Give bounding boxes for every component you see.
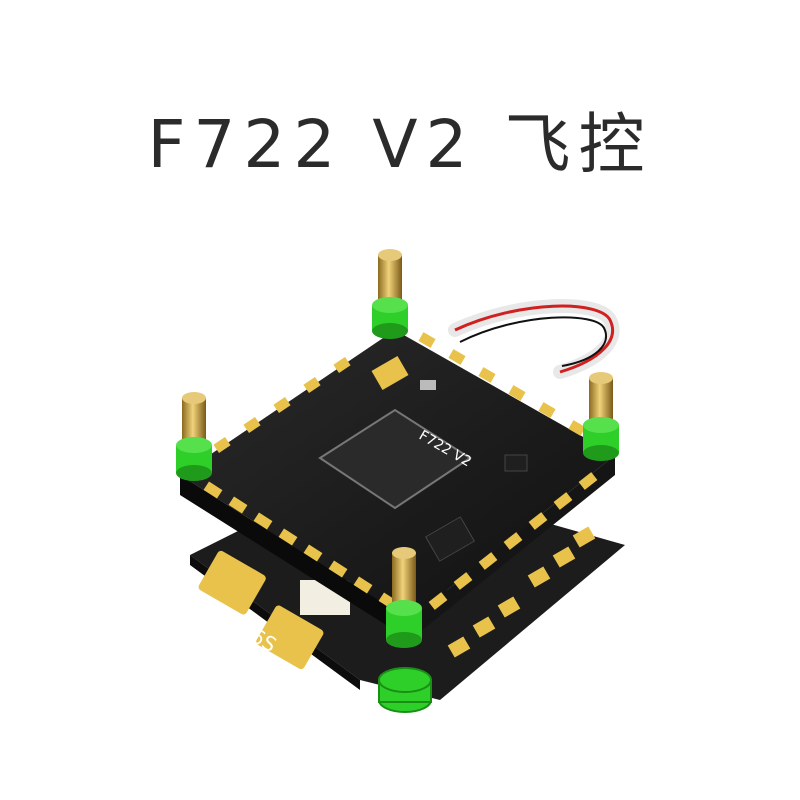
mcu-chip [318, 408, 472, 510]
standoff-grommets [378, 667, 432, 713]
product-title: F722 V2 飞控 [147, 106, 653, 183]
standoff-top [372, 249, 408, 339]
standoff-right [583, 372, 619, 461]
fc-edge-pads [203, 332, 598, 610]
standoff-front [386, 547, 422, 648]
fc-board: F722 V2 [180, 330, 615, 640]
standoff-left [176, 392, 212, 481]
wire-harness [448, 299, 620, 379]
